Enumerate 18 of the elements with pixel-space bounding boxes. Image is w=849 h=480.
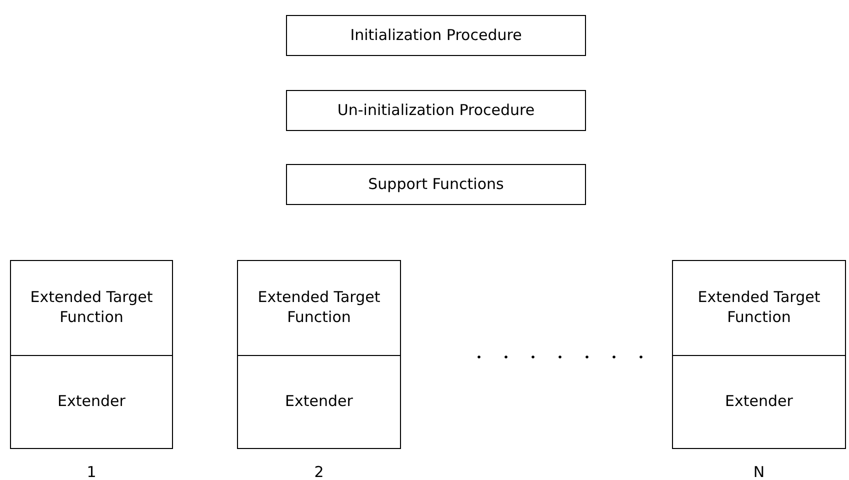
process-box — [286, 90, 586, 131]
box-label: Extender — [284, 392, 354, 412]
outer-box — [237, 260, 401, 449]
box-label: Initialization Procedure — [350, 26, 522, 46]
outer-box — [672, 260, 846, 449]
process-box — [286, 164, 586, 205]
column-number: 1 — [86, 463, 98, 480]
box-label: Un-initialization Procedure — [337, 100, 535, 120]
box-label: Support Functions — [368, 174, 504, 194]
column-number: N — [752, 463, 766, 480]
outer-box — [10, 260, 173, 449]
box-label: Extended Target Function — [256, 288, 382, 328]
process-box — [286, 15, 586, 56]
box-label: Extended Target Function — [29, 288, 154, 328]
box-label: Extended Target Function — [696, 288, 822, 328]
box-label: Extender — [724, 392, 794, 412]
column-number: 2 — [313, 463, 325, 480]
box-label: Extender — [56, 392, 126, 412]
